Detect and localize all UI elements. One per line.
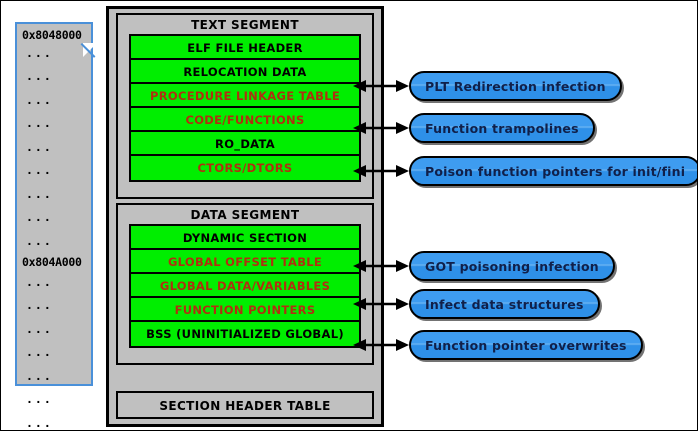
memory-ellipsis: ... [26, 45, 53, 60]
memory-address-second: 0x804A000 [22, 255, 82, 269]
memory-ellipsis: ... [26, 163, 53, 177]
elf-layout-panel: TEXT SEGMENT ELF FILE HEADER RELOCATION … [106, 6, 384, 427]
memory-ellipsis: ... [26, 368, 53, 383]
callout-got-poisoning-infection[interactable]: GOT poisoning infection [409, 251, 615, 281]
page-fold-icon [83, 43, 97, 57]
data-segment-title: DATA SEGMENT [190, 208, 300, 222]
memory-address-start: 0x8048000 [22, 28, 82, 42]
section-dynamic-section[interactable]: DYNAMIC SECTION [131, 226, 359, 250]
section-code-functions[interactable]: CODE/FUNCTIONS [131, 108, 359, 132]
data-segment-box: DATA SEGMENT DYNAMIC SECTION GLOBAL OFFS… [116, 203, 374, 365]
memory-ellipsis: ... [26, 392, 53, 406]
section-global-offset-table[interactable]: GLOBAL OFFSET TABLE [131, 250, 359, 274]
memory-ellipsis: ... [26, 415, 53, 430]
text-segment-box: TEXT SEGMENT ELF FILE HEADER RELOCATION … [116, 13, 374, 199]
memory-ellipsis: ... [26, 210, 53, 224]
callout-plt-redirection-infection[interactable]: PLT Redirection infection [409, 71, 622, 101]
section-ro-data[interactable]: RO_DATA [131, 132, 359, 156]
section-elf-file-header[interactable]: ELF FILE HEADER [131, 36, 359, 60]
memory-ellipsis: ... [26, 186, 53, 201]
arrow-global-data [353, 297, 409, 311]
text-segment-title: TEXT SEGMENT [191, 18, 299, 32]
section-relocation-data[interactable]: RELOCATION DATA [131, 60, 359, 84]
memory-ellipsis: ... [26, 298, 53, 312]
memory-ellipsis: ... [26, 92, 53, 107]
section-ctors-dtors[interactable]: CTORS/DTORS [131, 156, 359, 180]
memory-ellipsis: ... [26, 116, 53, 130]
memory-ellipsis: ... [26, 139, 53, 154]
arrow-ctors-dtors [353, 164, 409, 178]
section-global-data-variables[interactable]: GLOBAL DATA/VARIABLES [131, 274, 359, 298]
memory-ellipsis: ... [26, 233, 53, 248]
arrow-plt [353, 79, 409, 93]
section-bss[interactable]: BSS (UNINITIALIZED GLOBAL) [131, 322, 359, 346]
arrow-got [353, 259, 409, 273]
section-header-table[interactable]: SECTION HEADER TABLE [116, 391, 374, 419]
memory-address-column: 0x8048000 ... ... ... ... ... ... ... ..… [15, 22, 97, 428]
arrow-code-functions [353, 121, 409, 135]
memory-ellipsis: ... [26, 321, 53, 336]
memory-ellipsis: ... [26, 69, 53, 83]
callout-function-pointer-overwrites[interactable]: Function pointer overwrites [409, 330, 643, 360]
memory-ellipsis: ... [26, 345, 53, 359]
section-procedure-linkage-table[interactable]: PROCEDURE LINKAGE TABLE [131, 84, 359, 108]
data-segment-rows: DYNAMIC SECTION GLOBAL OFFSET TABLE GLOB… [129, 224, 361, 348]
callout-infect-data-structures[interactable]: Infect data structures [409, 289, 600, 319]
section-function-pointers[interactable]: FUNCTION POINTERS [131, 298, 359, 322]
arrow-function-pointers [353, 338, 409, 352]
callout-function-trampolines[interactable]: Function trampolines [409, 113, 595, 143]
callout-poison-function-pointers[interactable]: Poison function pointers for init/fini [409, 156, 697, 186]
text-segment-rows: ELF FILE HEADER RELOCATION DATA PROCEDUR… [129, 34, 361, 182]
memory-ellipsis: ... [26, 274, 53, 289]
